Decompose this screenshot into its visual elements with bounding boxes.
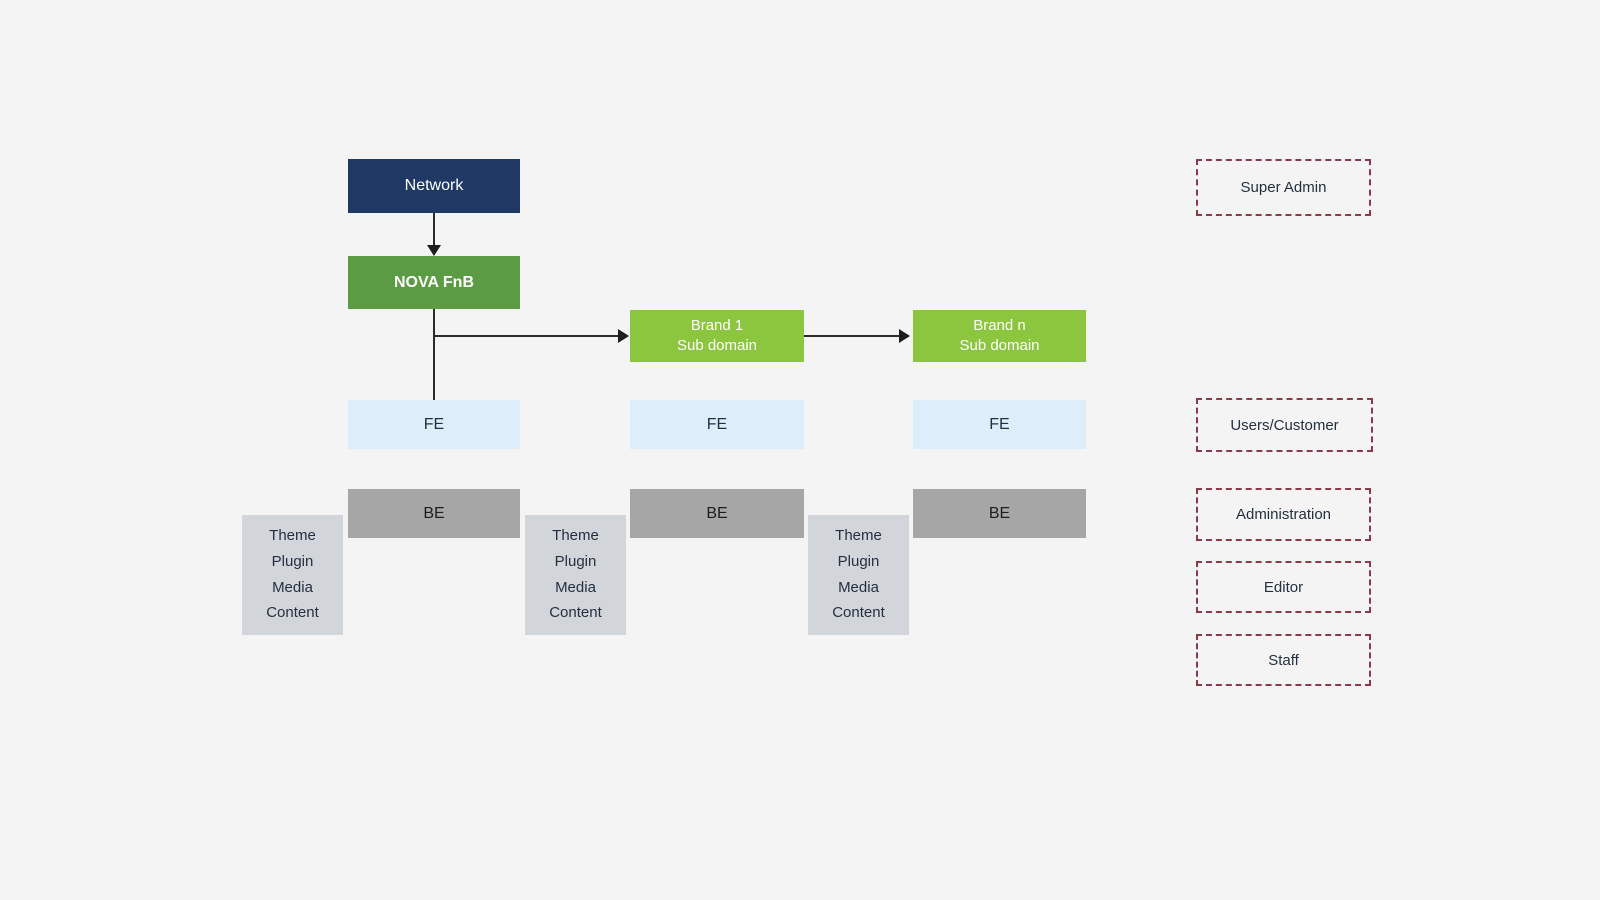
stack-mid-item-0: Theme [552, 527, 599, 545]
stack-left-item-1: Plugin [271, 553, 314, 571]
stack-left-item-0: Theme [269, 527, 316, 545]
node-fe-right[interactable]: FE [913, 400, 1086, 449]
legend-item-staff-label: Staff [1268, 651, 1299, 669]
connector-platform-to-brand1 [433, 335, 621, 337]
legend-item-super-admin[interactable]: Super Admin [1196, 159, 1371, 216]
arrowhead-platform-to-brand1 [618, 329, 629, 343]
node-network-label: Network [404, 177, 464, 195]
legend-item-editor[interactable]: Editor [1196, 561, 1371, 613]
stack-mid-item-1: Plugin [554, 553, 597, 571]
connector-brand1-to-brandn [804, 335, 899, 337]
node-fe-mid[interactable]: FE [630, 400, 804, 449]
legend-item-editor-label: Editor [1263, 578, 1304, 596]
arrowhead-network-to-platform [427, 245, 441, 256]
node-fe-right-label: FE [989, 415, 1010, 433]
node-be-mid[interactable]: BE [630, 489, 804, 538]
stack-mid-item-3: Content [549, 604, 602, 622]
arrowhead-brand1-to-brandn [899, 329, 910, 343]
node-brand-n[interactable]: Brand n Sub domain [913, 310, 1086, 362]
node-be-left-label: BE [423, 504, 445, 522]
node-be-left[interactable]: BE [348, 489, 520, 538]
node-brand-1-name: Brand 1 [690, 316, 744, 334]
node-brand-1[interactable]: Brand 1 Sub domain [630, 310, 804, 362]
node-nova-fnb[interactable]: NOVA FnB [348, 256, 520, 309]
node-fe-mid-label: FE [706, 415, 728, 433]
legend-item-administration-label: Administration [1235, 506, 1332, 523]
node-be-mid-label: BE [706, 504, 728, 522]
node-fe-left[interactable]: FE [348, 400, 520, 449]
stack-right-item-1: Plugin [837, 553, 880, 571]
connector-platform-to-fe [433, 309, 435, 401]
node-be-right-label: BE [988, 504, 1011, 522]
stack-right-item-3: Content [832, 604, 885, 622]
stack-left-item-2: Media [272, 578, 313, 596]
stack-left-item-3: Content [266, 604, 319, 622]
node-brand-n-subdomain: Sub domain [959, 337, 1040, 354]
node-fe-left-label: FE [423, 415, 445, 433]
legend-item-staff[interactable]: Staff [1196, 634, 1371, 686]
node-stack-right[interactable]: Theme Plugin Media Content [808, 515, 909, 635]
legend-item-administration[interactable]: Administration [1196, 488, 1371, 541]
legend-item-users-customer-label: Users/Customer [1230, 416, 1339, 434]
stack-mid-item-2: Media [555, 578, 596, 596]
node-stack-mid[interactable]: Theme Plugin Media Content [525, 515, 626, 635]
legend-item-users-customer[interactable]: Users/Customer [1196, 398, 1373, 452]
node-nova-fnb-label: NOVA FnB [394, 273, 474, 291]
connector-network-to-platform [433, 213, 435, 253]
node-brand-1-subdomain: Sub domain [676, 337, 758, 354]
node-brand-n-name: Brand n [973, 316, 1026, 334]
node-network[interactable]: Network [348, 159, 520, 213]
stack-right-item-0: Theme [835, 527, 882, 545]
node-be-right[interactable]: BE [913, 489, 1086, 538]
stack-right-item-2: Media [838, 578, 879, 596]
legend-item-super-admin-label: Super Admin [1240, 179, 1327, 196]
node-stack-left[interactable]: Theme Plugin Media Content [242, 515, 343, 635]
